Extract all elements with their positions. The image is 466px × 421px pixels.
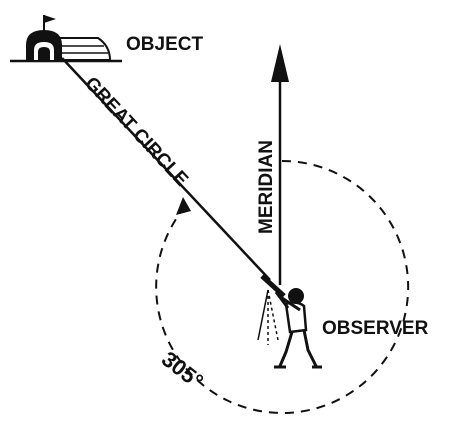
object-label: OBJECT [126, 34, 203, 55]
great-circle-label: GREAT CIRCLE [80, 73, 192, 191]
meridian-label: MERIDIAN [256, 140, 277, 234]
meridian-arrowhead [271, 44, 289, 82]
angle-label: 305° [157, 346, 208, 394]
great-circle-line [61, 57, 271, 281]
arc-arrowhead [176, 197, 191, 215]
observer-figure-icon [257, 274, 322, 369]
observer-label: OBSERVER [322, 318, 429, 339]
azimuth-arc [155, 160, 410, 414]
object-building-icon [10, 15, 122, 63]
